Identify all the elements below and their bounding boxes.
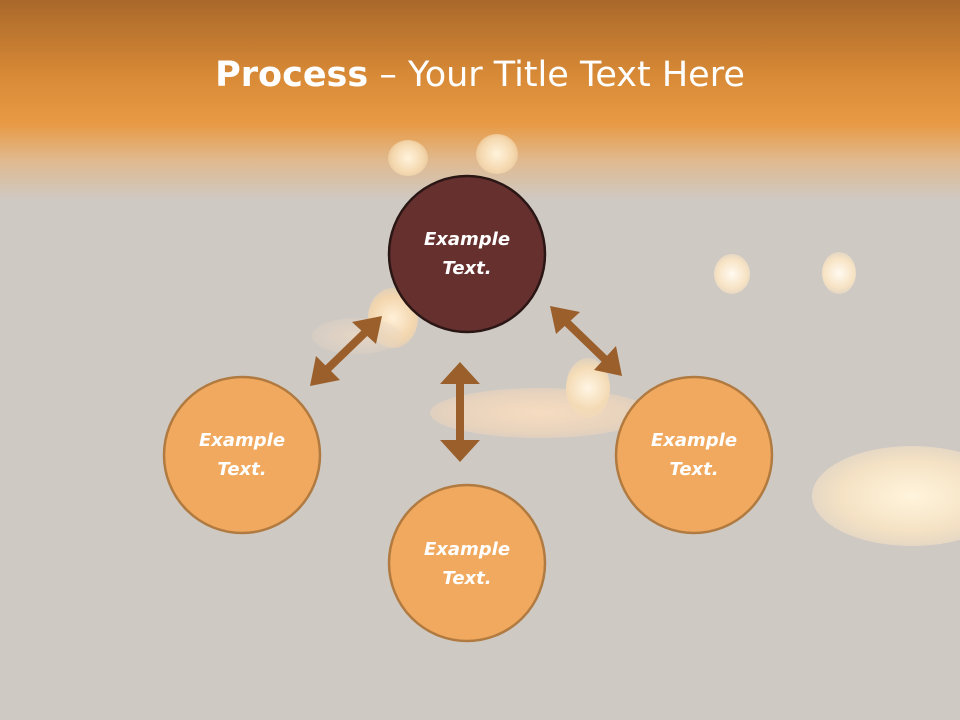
node-bottom-line1: Example xyxy=(423,539,511,560)
node-right-label: Example Text. xyxy=(619,426,769,484)
arrow-top-right xyxy=(550,306,622,376)
arrow-top-left xyxy=(310,316,382,386)
arrow-vertical xyxy=(440,362,480,462)
candle-glow-3 xyxy=(714,254,750,294)
candle-glow-8 xyxy=(812,446,960,546)
candle-glow-2 xyxy=(476,134,518,174)
candle-glow-1 xyxy=(388,140,428,176)
node-left-line2: Text. xyxy=(217,459,267,480)
title-rest-part: – Your Title Text Here xyxy=(368,55,745,95)
node-top-line1: Example xyxy=(423,229,511,250)
node-right-line2: Text. xyxy=(669,459,719,480)
node-bottom-label: Example Text. xyxy=(392,535,542,593)
process-node-bottom xyxy=(387,483,547,643)
node-right-line1: Example xyxy=(650,430,738,451)
node-top-line2: Text. xyxy=(442,258,492,279)
node-bottom-line2: Text. xyxy=(442,568,492,589)
node-left-label: Example Text. xyxy=(167,426,317,484)
title-bold-part: Process xyxy=(215,55,369,95)
candle-glow-4 xyxy=(822,252,856,294)
node-top-label: Example Text. xyxy=(392,225,542,283)
candle-glow-6 xyxy=(430,388,650,438)
node-left-line1: Example xyxy=(198,430,286,451)
process-node-top xyxy=(387,174,547,334)
process-node-right xyxy=(614,375,774,535)
slide-title: Process – Your Title Text Here xyxy=(0,52,960,98)
process-node-left xyxy=(162,375,322,535)
